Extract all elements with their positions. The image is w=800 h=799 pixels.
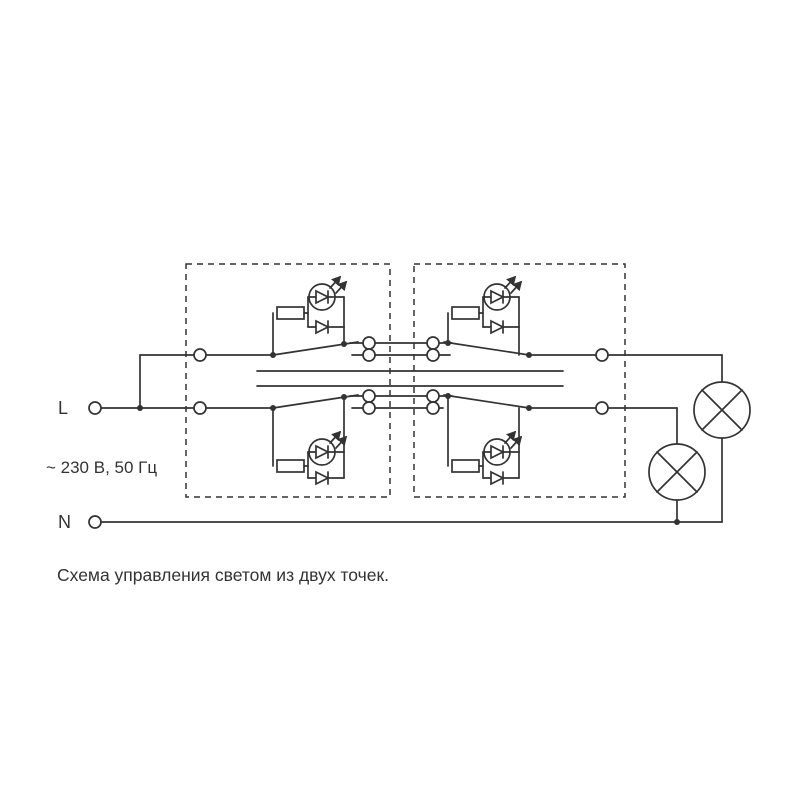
neutral-label: N <box>58 512 71 532</box>
caption: Схема управления светом из двух точек. <box>57 565 389 585</box>
switch-module-right <box>426 275 609 486</box>
resistor <box>276 306 305 320</box>
resistor <box>451 306 480 320</box>
terminal <box>362 389 376 403</box>
lamp-wires <box>607 354 723 445</box>
terminal <box>193 348 207 362</box>
terminal <box>595 401 609 415</box>
module-link-lines <box>374 342 428 409</box>
diode-icon <box>315 470 330 486</box>
led-indicator-bottom-left <box>272 394 348 486</box>
terminal <box>426 401 440 415</box>
led-indicator-top-left <box>272 275 348 356</box>
switch-module-left-box <box>185 263 391 498</box>
led-indicator-top-right <box>445 275 523 356</box>
diode-icon <box>490 319 505 335</box>
terminal <box>426 336 440 350</box>
l-line <box>88 354 195 415</box>
switch-module-left <box>193 275 376 486</box>
terminal <box>426 389 440 403</box>
supply-label: ~ 230 В, 50 Гц <box>46 458 157 477</box>
diode-icon <box>490 470 505 486</box>
switch-top-left <box>205 341 364 358</box>
lamp-1 <box>693 381 751 439</box>
terminal <box>193 401 207 415</box>
n-line <box>88 437 723 529</box>
terminal <box>595 348 609 362</box>
n-terminal <box>88 515 102 529</box>
resistor <box>276 459 305 473</box>
switch-bottom-left <box>205 394 364 411</box>
terminal <box>362 348 376 362</box>
led-indicator-bottom-right <box>445 393 523 486</box>
phase-label: L <box>58 398 68 418</box>
l-terminal <box>88 401 102 415</box>
lamp-2 <box>648 443 706 501</box>
terminal <box>362 401 376 415</box>
switch-top-right <box>438 341 597 358</box>
terminal <box>362 336 376 350</box>
traveler-lines <box>256 370 564 387</box>
switch-module-right-box <box>413 263 626 498</box>
diode-icon <box>315 319 330 335</box>
switch-bottom-right <box>438 394 597 411</box>
terminal <box>426 348 440 362</box>
resistor <box>451 459 480 473</box>
